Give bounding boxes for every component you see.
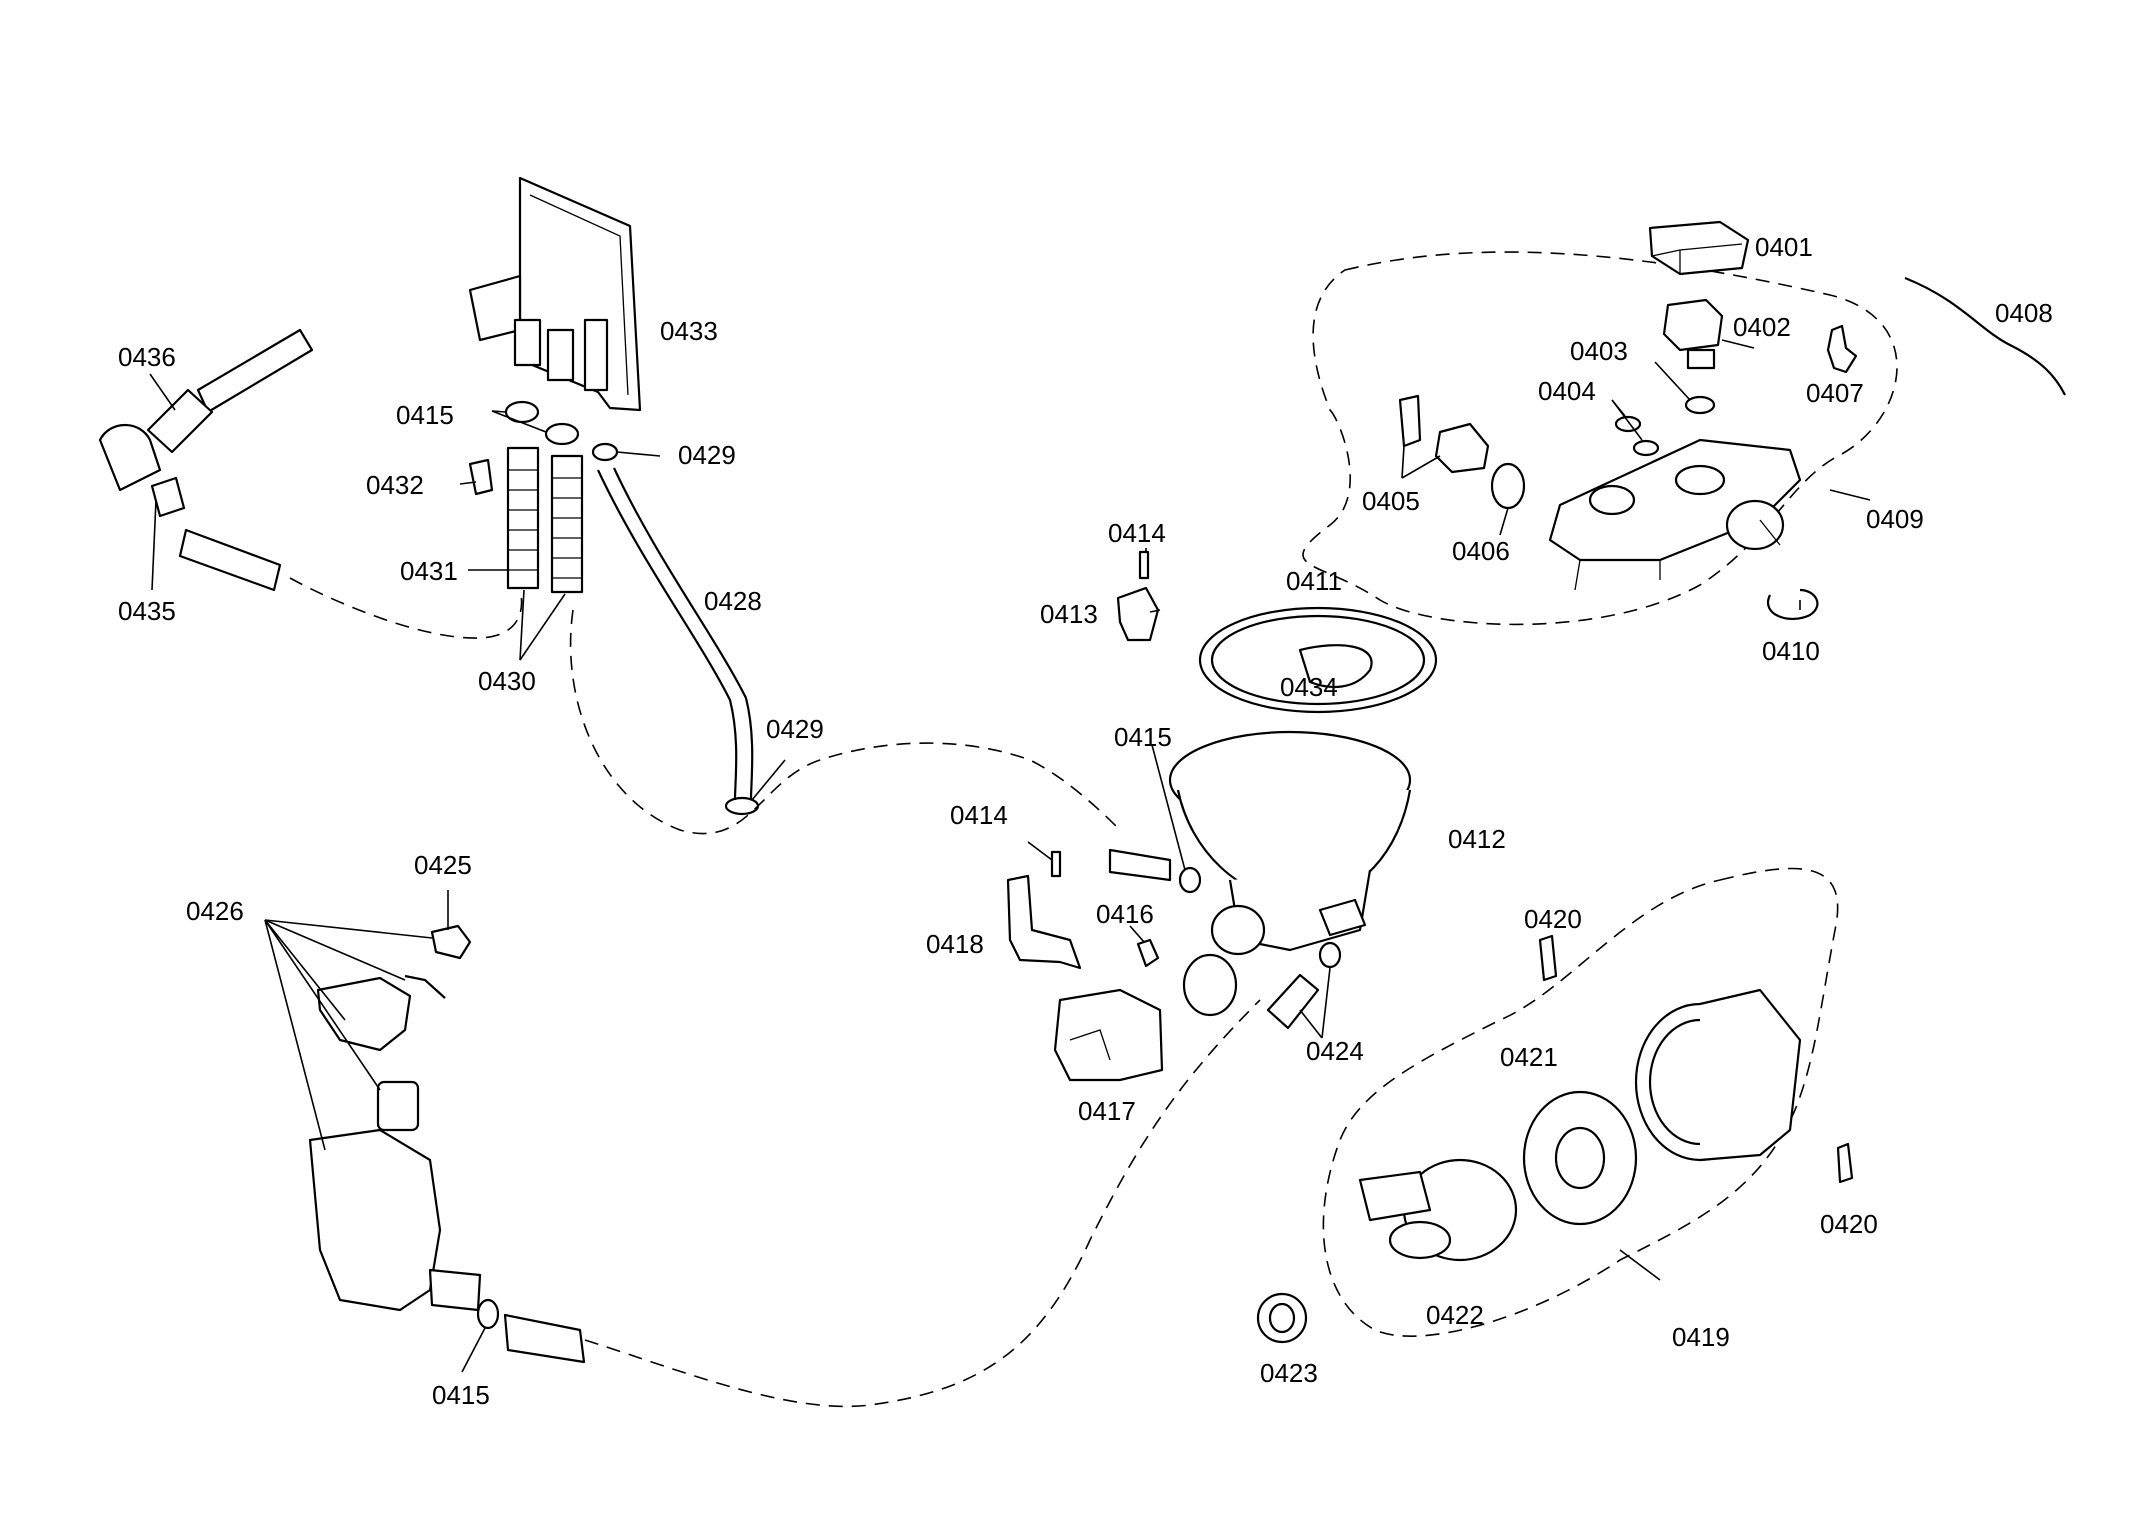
part-0415b-ring [1178,866,1202,894]
part-0426-wire [404,974,446,999]
part-0434-flap [1298,644,1373,688]
label-0415b: 0415 [1114,722,1172,752]
label-0406: 0406 [1452,536,1510,566]
label-0415c: 0415 [432,1380,490,1410]
part-0432-clip [468,458,494,496]
part-0430-hose [550,454,584,594]
label-0402: 0402 [1733,312,1791,342]
part-0431-hose [506,446,540,590]
part-0421-flange-inner [1554,1126,1606,1190]
label-0430: 0430 [478,666,536,696]
part-0414b-screw [1050,850,1062,878]
leader-lines [149,339,1871,1373]
label-0436: 0436 [118,342,176,372]
label-0428: 0428 [704,586,762,616]
part-0436-hose [98,328,314,592]
label-0416: 0416 [1096,899,1154,929]
part-0401-cap [1648,220,1750,276]
part-0402-sensor [1662,298,1724,370]
label-0414a: 0414 [1108,518,1166,548]
label-0423: 0423 [1260,1358,1318,1388]
part-0420b-clip [1836,1142,1854,1184]
label-0410: 0410 [1762,636,1820,666]
label-0420b: 0420 [1820,1209,1878,1239]
label-0421: 0421 [1500,1042,1558,1072]
part-0422-volute [1358,1158,1518,1262]
label-0408: 0408 [1995,298,2053,328]
label-0429a: 0429 [678,440,736,470]
part-0418-bracket [1006,874,1082,970]
label-0414b: 0414 [950,800,1008,830]
part-0420a-clip [1538,934,1558,982]
part-0410-clamp [1766,588,1819,620]
label-0403: 0403 [1570,336,1628,366]
part-0423-grommet [1256,1292,1308,1344]
label-0405: 0405 [1362,486,1420,516]
part-0423-grommet-inner [1268,1302,1296,1334]
label-0424: 0424 [1306,1036,1364,1066]
label-0419: 0419 [1672,1322,1730,1352]
assembly-boundary-0419 [1322,867,1839,1337]
part-0435-clip [150,476,186,518]
label-0420a: 0420 [1524,904,1582,934]
label-0426: 0426 [186,896,244,926]
hose-path-upper [289,577,523,639]
part-0428-hose [597,469,738,801]
part-0424-ring [1318,941,1342,969]
part-0415b-hose [1108,848,1172,882]
part-0426-assembly [308,976,482,1312]
label-0412: 0412 [1448,824,1506,854]
part-0411-seal-inner [1210,614,1426,706]
label-0418: 0418 [926,929,984,959]
label-0429b: 0429 [766,714,824,744]
assembly-boundary-0409 [1302,251,1898,626]
part-0407-clip [1826,324,1858,374]
label-0432: 0432 [366,470,424,500]
part-0406-ring [1490,462,1526,510]
hose-path-middle [569,609,1121,835]
part-0405-valve [1398,394,1490,474]
label-0409: 0409 [1866,504,1924,534]
part-0409-body [1548,438,1802,591]
part-0424-hose [1266,973,1320,1030]
corrugations [508,469,582,579]
part-0412-sump [1168,730,1412,956]
label-0407: 0407 [1806,378,1864,408]
part-0415-ring-lower [1182,953,1238,1017]
label-0411: 0411 [1286,566,1342,596]
part-0404-ring-b [1632,439,1660,457]
label-0415a: 0415 [396,400,454,430]
label-0434: 0434 [1280,672,1338,702]
part-0414a-screw [1138,550,1150,580]
label-0425: 0425 [414,850,472,880]
label-0417: 0417 [1078,1096,1136,1126]
label-0404: 0404 [1538,376,1596,406]
part-0411-seal [1198,606,1438,714]
label-0431: 0431 [400,556,458,586]
label-0435: 0435 [118,596,176,626]
part-0413-bracket [1116,586,1160,642]
label-0401: 0401 [1755,232,1813,262]
part-0429b-clamp [724,796,760,816]
part-0428-hose-edge [613,467,754,801]
part-0433-container [468,176,642,412]
part-0429a-clamp [591,442,619,462]
part-0404-ring-a [1614,415,1642,433]
label-0422: 0422 [1426,1300,1484,1330]
part-0419-motor [1634,988,1802,1162]
part-0416-clip [1136,938,1160,968]
part-0415c-ring [476,1298,500,1330]
part-0425-clip [430,924,472,960]
label-0413: 0413 [1040,599,1098,629]
label-0433: 0433 [660,316,718,346]
part-0408-wire [1904,276,2066,396]
part-0415c-hose [503,1313,586,1364]
part-0415a-ring-2 [544,422,580,446]
part-0417-pump [1053,988,1164,1082]
part-0403-ring [1684,395,1716,415]
part-0421-flange [1522,1090,1638,1226]
